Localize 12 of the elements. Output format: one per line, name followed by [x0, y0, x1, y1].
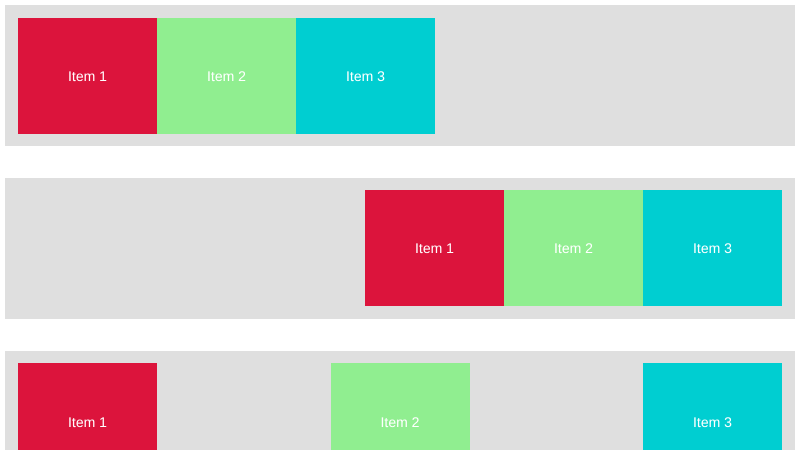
flex-container-panel: [5, 178, 795, 319]
flex-item-box: Item 1: [18, 363, 157, 450]
flex-item-box: Item 2: [330, 363, 470, 450]
flex-container-panel: [5, 351, 795, 450]
flex-item-box: Item 2: [157, 18, 296, 134]
flex-item-box: Item 3: [643, 190, 782, 306]
flex-item-box: Item 3: [643, 363, 782, 450]
flex-item-box: Item 1: [18, 18, 157, 134]
flex-container-panel: [5, 5, 795, 146]
flex-item-box: Item 1: [365, 190, 504, 306]
flex-item-box: Item 3: [296, 18, 435, 134]
flex-item-box: Item 2: [504, 190, 643, 306]
